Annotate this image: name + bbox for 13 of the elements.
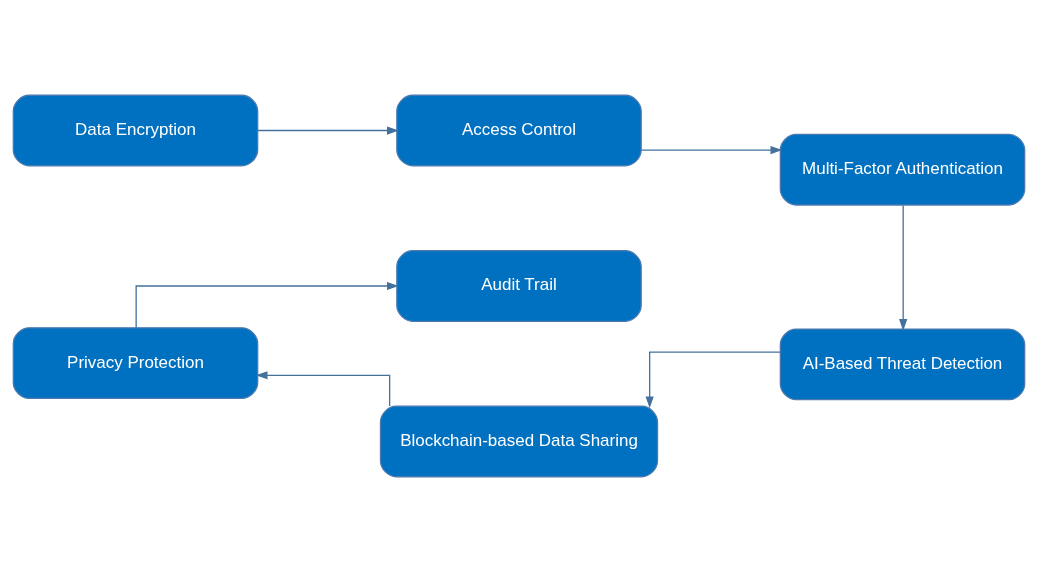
arrow	[257, 125, 399, 135]
node-box: AI-Based Threat Detection	[779, 327, 1026, 400]
node-box: Blockchain-based Data Sharing	[379, 405, 659, 477]
arrow	[135, 281, 399, 328]
arrow	[645, 351, 781, 408]
arrow	[255, 370, 391, 407]
arrow	[899, 204, 908, 331]
node-box: Audit Trail	[396, 249, 642, 322]
node-box: Multi-Factor Authentication	[779, 133, 1026, 206]
arrow	[640, 145, 783, 154]
node-box: Privacy Protection	[12, 326, 259, 399]
node-box: Access Control	[396, 94, 642, 166]
node-box: Data Encryption	[12, 94, 259, 166]
